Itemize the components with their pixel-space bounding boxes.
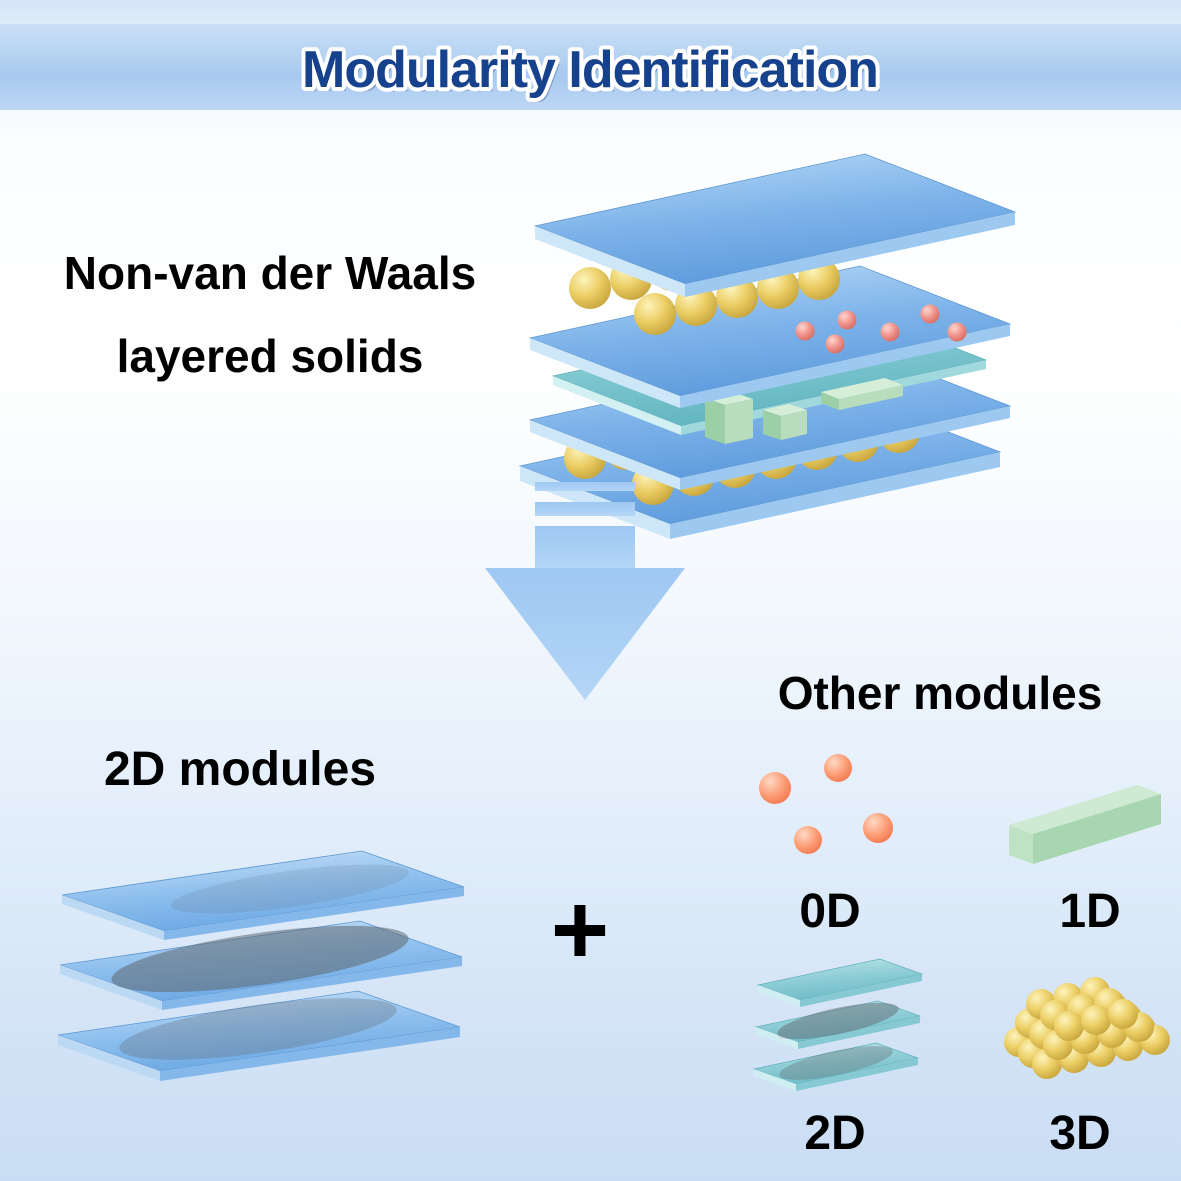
title-text-graphic: Modularity Identification Modularity Ide… <box>298 37 883 103</box>
modules-2d-illustration <box>57 850 465 1081</box>
page-title: Modularity Identification <box>302 41 878 99</box>
module-0d-label: 0D <box>799 885 861 938</box>
modules-2d-label: 2D modules <box>103 743 377 796</box>
green-pillar-modules <box>705 378 903 444</box>
module-0d-illustration <box>759 754 893 854</box>
module-slab-1 <box>61 850 465 940</box>
module-1d-illustration <box>1009 785 1161 864</box>
orange-atoms <box>759 754 893 854</box>
title-banner: Modularity Identification Modularity Ide… <box>0 24 1181 110</box>
small-slab-2 <box>754 1000 922 1049</box>
page-title-shadow: Modularity Identification <box>306 45 882 103</box>
small-slab-3 <box>752 1042 920 1091</box>
source-label-line1: Non-van der Waals <box>63 247 477 299</box>
other-modules-heading: Other modules <box>777 667 1103 719</box>
down-arrow-icon <box>485 482 685 700</box>
small-slab-1 <box>756 958 924 1007</box>
yellow-atom-cluster <box>1004 977 1170 1079</box>
crystal-slab-second <box>528 265 1012 408</box>
module-3d-label: 3D <box>1049 1107 1111 1160</box>
source-label-line2: layered solids <box>116 329 424 382</box>
module-2d-illustration <box>752 958 924 1091</box>
crystal-slab-top <box>533 153 1017 297</box>
module-slab-3 <box>57 990 461 1081</box>
module-3d-illustration <box>1004 977 1170 1079</box>
green-bar <box>1009 785 1161 864</box>
module-slab-2 <box>59 920 463 1010</box>
plus-sign: + <box>550 874 610 986</box>
module-1d-label: 1D <box>1059 885 1121 938</box>
source-material-label: Non-van der Waals layered solids <box>30 248 510 381</box>
module-2d-label: 2D <box>804 1107 866 1160</box>
